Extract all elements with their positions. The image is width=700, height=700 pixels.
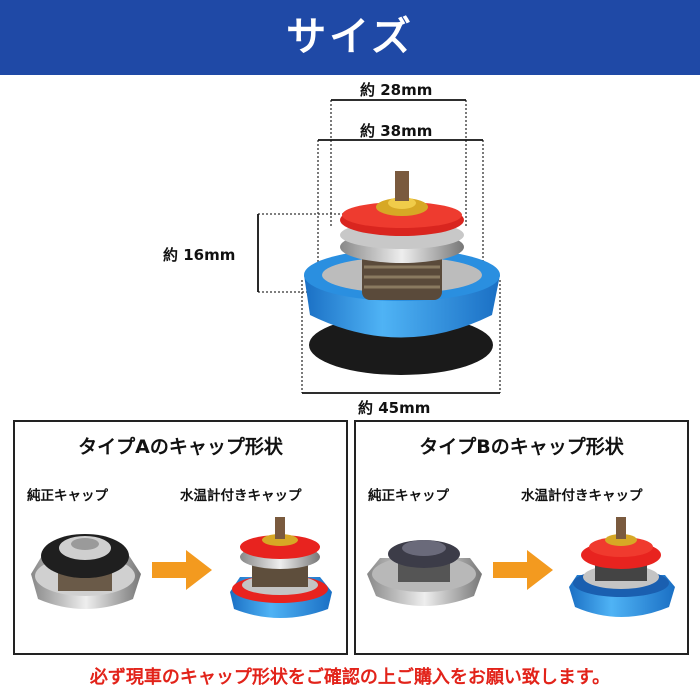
page-title: サイズ [286,14,414,60]
seal-diameter-label: 約 38mm [360,122,433,140]
type-b-standard-label: 純正キャップ [368,488,449,504]
type-a-standard-label: 純正キャップ [27,488,108,504]
purchase-notice: 必ず現車のキャップ形状をご確認の上ご購入をお願い致します。 [89,667,611,688]
title-banner [0,0,700,75]
type-a-gauge-label: 水温計付きキャップ [180,488,302,504]
outer-diameter-label: 約 45mm [358,399,431,417]
type-a-gauge-cap-image [230,517,332,618]
height-label: 約 16mm [163,246,236,264]
type-b-arrow-icon [493,550,553,590]
inner-diameter-label: 約 28mm [360,81,433,99]
type-a-standard-cap-image [31,534,141,609]
type-b-gauge-cap-image [569,517,675,617]
type-b-standard-cap-image [367,540,482,606]
type-a-arrow-icon [152,550,212,590]
type-b-panel: タイプBのキャップ形状 純正キャップ 水温計付きキャップ [354,420,689,655]
dimension-lines [257,99,501,394]
type-b-gauge-label: 水温計付きキャップ [521,488,643,504]
type-a-title: タイプAのキャップ形状 [78,436,283,458]
type-b-title: タイプBのキャップ形状 [419,436,624,458]
type-a-panel: タイプAのキャップ形状 純正キャップ 水温計付きキャップ [13,420,348,655]
radiator-cap-main-image [304,171,500,375]
